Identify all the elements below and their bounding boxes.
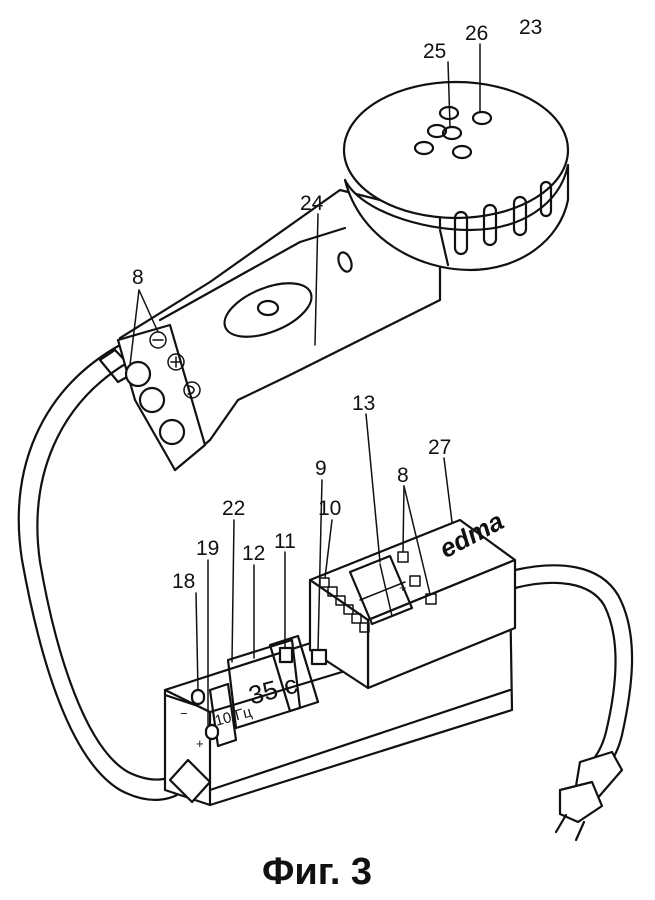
label-12: 12 [242,542,265,565]
label-13: 13 [352,392,375,415]
label-19: 19 [196,537,219,560]
handset [116,80,570,472]
label-26: 26 [465,22,488,45]
label-22: 22 [222,497,245,520]
module-plus-sign: + [399,580,407,595]
label-10: 10 [318,497,341,520]
label-11: 11 [274,530,296,553]
label-8-top: 8 [132,266,144,289]
label-9: 9 [315,457,327,480]
minus-sign: − [180,706,188,721]
label-23: 23 [519,16,542,39]
power-plug [554,750,624,842]
label-8-box: 8 [397,464,409,487]
plus-sign: + [196,736,204,751]
figure-caption: Фиг. 3 [262,851,372,893]
reference-labels: 23 26 25 24 8 13 27 9 8 10 22 19 11 12 1… [129,16,542,726]
label-27: 27 [428,436,451,459]
label-18: 18 [172,570,195,593]
control-box [163,518,517,807]
label-24: 24 [300,192,324,215]
cord-right [513,564,634,772]
label-25: 25 [423,40,446,63]
